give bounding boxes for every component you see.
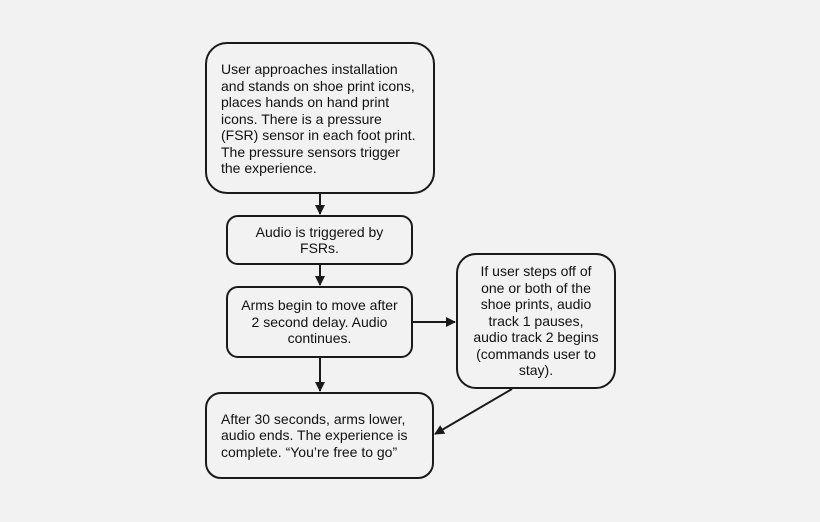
node-user-steps-off-text: If user steps off of one or both of the …	[473, 263, 599, 379]
node-user-approaches-text: User approaches installation and stands …	[221, 61, 416, 177]
arrow-step-off-to-end	[434, 388, 513, 435]
node-user-steps-off: If user steps off of one or both of the …	[456, 253, 616, 389]
node-experience-complete: After 30 seconds, arms lower, audio ends…	[205, 392, 434, 479]
node-user-approaches: User approaches installation and stands …	[205, 42, 435, 194]
node-audio-triggered: Audio is triggered by FSRs.	[226, 215, 413, 265]
node-arms-move: Arms begin to move after 2 second delay.…	[226, 286, 413, 358]
node-arms-move-text: Arms begin to move after 2 second delay.…	[241, 297, 398, 347]
node-experience-complete-text: After 30 seconds, arms lower, audio ends…	[221, 410, 408, 460]
node-audio-triggered-text: Audio is triggered by FSRs.	[255, 223, 384, 257]
